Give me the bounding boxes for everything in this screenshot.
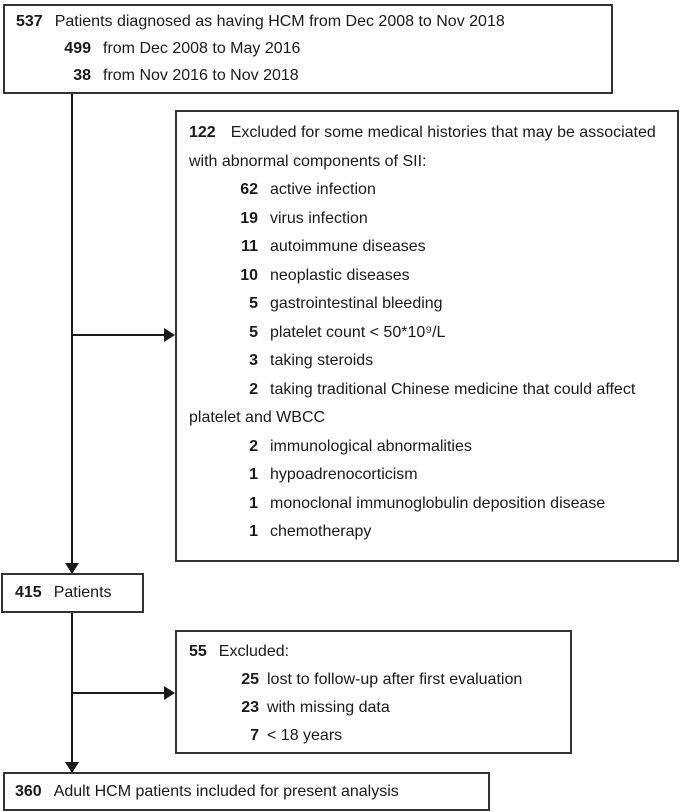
enrollment-sub-label: from Dec 2008 to May 2016 [103, 40, 301, 57]
item-count: 5 [249, 295, 258, 312]
enrollment-sub-row: 38 from Nov 2016 to Nov 2018 [16, 62, 601, 89]
final-analysis-box: 360 Adult HCM patients included for prese… [3, 772, 490, 811]
item-label: platelet count < 50*10⁹/L [270, 323, 446, 341]
exclusion1-item: 10 neoplastic diseases [189, 262, 665, 291]
item-label: immunological abnormalities [270, 437, 472, 455]
exclusion1-item: 5 platelet count < 50*10⁹/L [189, 319, 665, 348]
exclusion1-item: 1 monoclonal immunoglobulin deposition di… [189, 490, 665, 519]
enrollment-sub-count: 38 [73, 67, 91, 84]
item-count: 2 [249, 380, 258, 398]
item-count: 11 [241, 238, 258, 255]
item-label: monoclonal immunoglobulin deposition dis… [270, 494, 606, 512]
item-count: 23 [241, 699, 259, 716]
item-count: 3 [249, 352, 258, 369]
item-label: gastrointestinal bleeding [270, 295, 443, 312]
final-label: Adult HCM patients included for present … [53, 782, 399, 800]
item-label: taking traditional Chinese medicine that… [189, 380, 636, 427]
item-count: 10 [240, 266, 258, 284]
item-count: 1 [249, 494, 258, 512]
enrollment-count: 537 [16, 13, 43, 30]
exclusion1-item: 62 active infection [189, 176, 665, 205]
patients-label: Patients [53, 584, 112, 601]
exclusion1-item: 1 hypoadrenocorticism [189, 461, 665, 490]
exclusion1-count: 122 [189, 124, 216, 141]
exclusion1-label: Excluded for some medical histories that… [189, 124, 656, 170]
exclusion1-item: 1 chemotherapy [189, 518, 665, 547]
exclusion2-label: Excluded: [218, 643, 290, 660]
item-count: 25 [241, 671, 259, 688]
item-label: lost to follow-up after first evaluation [267, 671, 523, 688]
exclusion2-item: 25 lost to follow-up after first evaluati… [189, 666, 560, 694]
item-count: 19 [240, 209, 258, 227]
enrollment-sub-count: 499 [64, 40, 91, 57]
item-count: 1 [249, 523, 258, 540]
enrollment-sub-row: 499 from Dec 2008 to May 2016 [16, 35, 601, 62]
patients-box: 415 Patients [1, 573, 144, 613]
arrow-down-icon [65, 762, 79, 773]
exclusion1-item: 19 virus infection [189, 205, 665, 234]
item-count: 5 [249, 323, 258, 341]
patients-count: 415 [15, 584, 42, 601]
enrollment-label: Patients diagnosed as having HCM from De… [54, 13, 505, 30]
exclusion1-item: 11 autoimmune diseases [189, 233, 665, 262]
item-label: neoplastic diseases [270, 266, 410, 284]
item-label: taking steroids [270, 352, 374, 369]
item-label: virus infection [270, 209, 368, 227]
exclusion2-item: 7 < 18 years [189, 722, 560, 750]
item-label: hypoadrenocorticism [270, 466, 418, 483]
item-label: with missing data [267, 699, 390, 716]
final-count: 360 [15, 782, 42, 800]
item-count: 62 [240, 181, 258, 198]
item-label: chemotherapy [270, 523, 372, 540]
item-label: autoimmune diseases [270, 238, 426, 255]
item-count: 7 [250, 727, 259, 744]
item-count: 2 [249, 437, 258, 455]
exclusion2-count: 55 [189, 643, 207, 660]
arrow-right-icon [164, 328, 175, 342]
exclusion2-item: 23 with missing data [189, 694, 560, 722]
item-count: 1 [249, 466, 258, 483]
item-label: active infection [270, 181, 376, 198]
arrow-down-icon [65, 563, 79, 574]
item-label: < 18 years [267, 727, 343, 744]
exclusion1-item: 2 immunological abnormalities [189, 433, 665, 462]
exclusion-box-2: 55 Excluded: 25 lost to follow-up after fi… [175, 630, 572, 754]
enrollment-sub-label: from Nov 2016 to Nov 2018 [103, 67, 299, 84]
enrollment-box: 537 Patients diagnosed as having HCM from… [3, 4, 613, 94]
arrow-right-icon [164, 686, 175, 700]
exclusion2-header: 55 Excluded: [189, 638, 560, 666]
exclusion1-item: 3 taking steroids [189, 347, 665, 376]
enrollment-row: 537 Patients diagnosed as having HCM from… [16, 8, 601, 35]
exclusion1-item: 5 gastrointestinal bleeding [189, 290, 665, 319]
